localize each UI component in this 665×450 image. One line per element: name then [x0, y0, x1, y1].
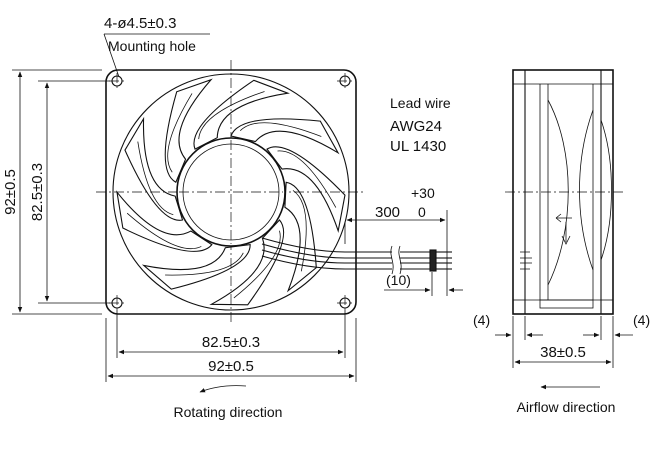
dim-width-pitch-text: 82.5±0.3	[202, 334, 260, 351]
fan-hub	[176, 137, 286, 247]
dim-width-pitch: 82.5±0.3	[116, 310, 346, 358]
mounting-holes	[109, 73, 353, 311]
fan-blade-edge	[137, 141, 174, 216]
rotating-direction: Rotating direction	[174, 385, 283, 420]
fan-blade-edge	[292, 190, 307, 272]
fan-blade-edge	[167, 93, 193, 173]
fan-blade	[284, 181, 317, 293]
hole-label-text: Mounting hole	[108, 38, 196, 54]
dim-height-pitch: 82.5±0.3	[29, 80, 110, 304]
lead-wire-length: 300	[375, 204, 400, 221]
lead-wire-tol-plus: +30	[411, 185, 435, 201]
fan-blade	[116, 190, 213, 252]
hole-leader: 4-ø4.5±0.3 Mounting hole	[103, 15, 210, 78]
airflow-label-text: Airflow direction	[517, 399, 616, 415]
lead-wires	[261, 237, 452, 275]
side-view: (4) (4) 38±0.5 Airflow direction	[473, 69, 650, 415]
fan-blade	[141, 244, 251, 290]
lead-wire-strip-length: (10)	[386, 272, 411, 288]
lead-wire-tol-minus: 0	[418, 204, 426, 220]
lead-wire-title: Lead wire	[390, 95, 451, 111]
fan-blade-edge	[198, 91, 265, 140]
dim-height-overall: 92±0.5	[2, 69, 102, 315]
rotation-label-text: Rotating direction	[174, 404, 283, 420]
fan-blade	[164, 78, 213, 184]
hole-spec-text: 4-ø4.5±0.3	[104, 15, 176, 32]
fan-blade-edge	[126, 212, 202, 250]
side-depth-text: 38±0.5	[540, 344, 586, 361]
lead-wire-spec: Lead wire AWG24 UL 1430 +30 300 0 (10)	[344, 95, 463, 296]
fan-blade-edge	[165, 252, 244, 276]
fan-blade	[266, 146, 346, 233]
lead-wire-gauge: AWG24	[390, 118, 442, 135]
fan-blade	[193, 79, 290, 150]
side-flange-right: (4)	[633, 312, 650, 328]
fan-blade-edge	[277, 150, 337, 208]
lead-wire-standard: UL 1430	[390, 138, 446, 155]
dim-height-overall-text: 92±0.5	[2, 169, 19, 215]
fan-blade	[230, 118, 340, 155]
fan-blades	[116, 78, 346, 306]
side-flange-left: (4)	[473, 312, 490, 328]
fan-blade-edge	[239, 122, 322, 137]
fan-blade	[124, 116, 184, 221]
fan-blade-edge	[233, 230, 281, 299]
front-view: 4-ø4.5±0.3 Mounting hole 92±0.5 82.5±0.3…	[2, 15, 452, 420]
dim-width-overall-text: 92±0.5	[208, 358, 254, 375]
fan-blade	[209, 219, 285, 306]
dim-height-pitch-text: 82.5±0.3	[29, 163, 46, 221]
rotation-arrow	[199, 385, 247, 393]
dim-width-overall: 92±0.5	[105, 318, 357, 382]
